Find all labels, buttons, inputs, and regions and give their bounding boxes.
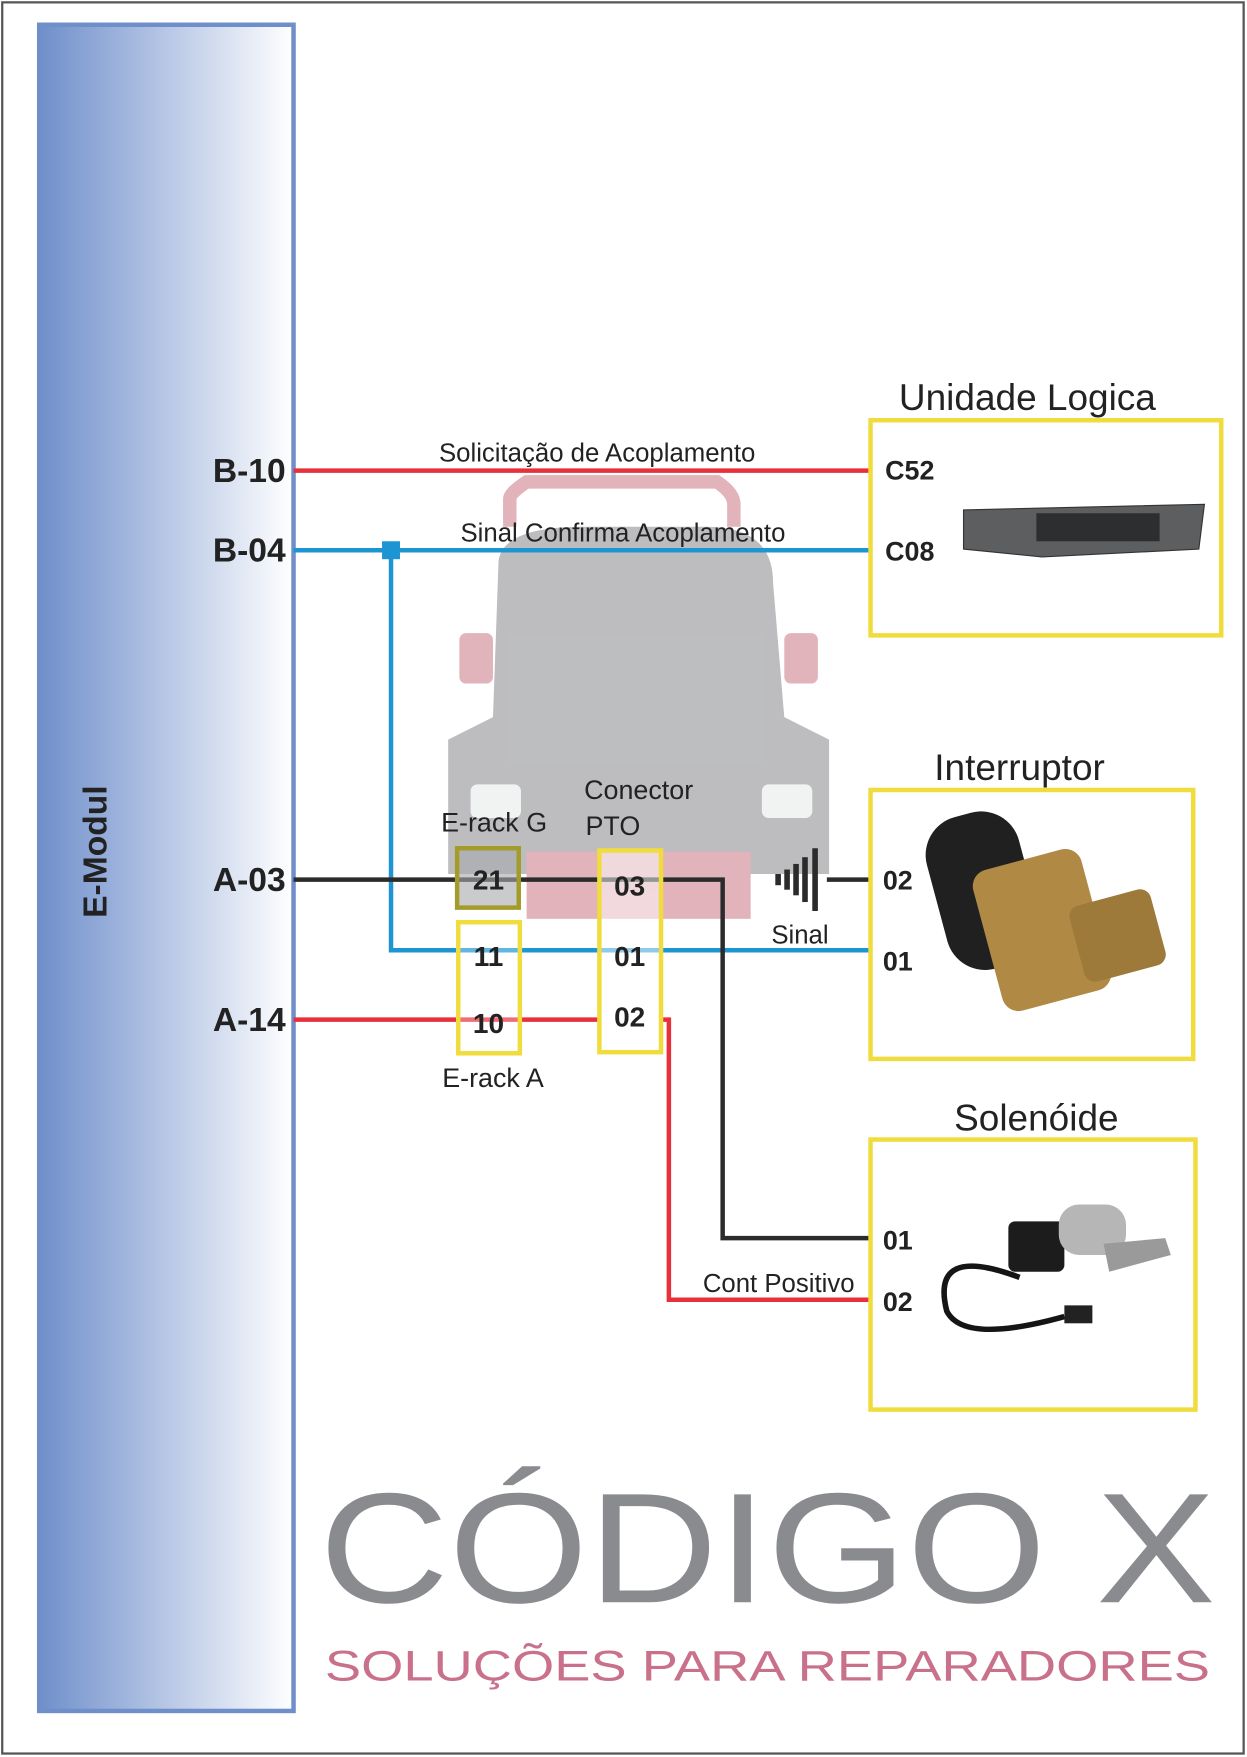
switch-title: Interruptor — [934, 747, 1105, 788]
wire-label-signal: Sinal — [771, 921, 828, 949]
switch-pin-01: 01 — [883, 946, 913, 976]
solenoid-title: Solenóide — [954, 1098, 1118, 1139]
switch-pin-02: 02 — [883, 866, 913, 896]
pin-a03: A-03 — [213, 862, 286, 899]
logic-pin-c08: C08 — [885, 536, 934, 566]
logic-pin-c52: C52 — [885, 456, 934, 486]
erack-a-label: E-rack A — [442, 1063, 544, 1093]
pin-b04: B-04 — [213, 532, 286, 569]
connector-erack-g — [454, 846, 521, 910]
connector-pto — [597, 848, 664, 1055]
ecu-image — [962, 503, 1206, 558]
erack-g-pin-21: 21 — [473, 865, 504, 896]
pto-pin-03: 03 — [614, 870, 645, 901]
splice-node — [382, 541, 400, 560]
pto-pin-02: 02 — [614, 1001, 645, 1032]
pto-label-line1: Conector — [584, 775, 693, 805]
erack-a-pin-10: 10 — [473, 1008, 504, 1039]
e-modul-block — [36, 22, 296, 1714]
tagline-watermark: SOLUÇÕES PARA REPARADORES — [325, 1643, 1210, 1691]
wire-a14-red — [293, 1017, 872, 1303]
wire-label-b10: Solicitação de Acoplamento — [439, 440, 755, 468]
pin-a14: A-14 — [213, 1002, 286, 1039]
pto-pin-01: 01 — [614, 941, 645, 972]
wire-label-b04: Sinal Confirma Acoplamento — [460, 519, 785, 547]
switch-image — [925, 811, 1166, 1012]
erack-g-label: E-rack G — [441, 807, 547, 837]
wire-label-positive: Cont Positivo — [703, 1270, 855, 1298]
module-title: E-Modul — [77, 785, 114, 918]
connector-erack-a — [456, 919, 523, 1056]
ground-icon — [775, 848, 818, 911]
pin-b10: B-10 — [213, 453, 286, 490]
brand-watermark: CÓDIGO X — [319, 1461, 1215, 1636]
pto-label-line2: PTO — [585, 811, 640, 841]
solenoid-pin-02: 02 — [883, 1287, 913, 1317]
solenoid-box — [868, 1137, 1198, 1412]
truck-watermark-icon — [448, 475, 830, 919]
logic-unit-title: Unidade Logica — [899, 377, 1156, 418]
solenoid-pin-01: 01 — [883, 1225, 913, 1255]
solenoid-image — [941, 1204, 1171, 1333]
erack-a-pin-11: 11 — [474, 941, 504, 972]
